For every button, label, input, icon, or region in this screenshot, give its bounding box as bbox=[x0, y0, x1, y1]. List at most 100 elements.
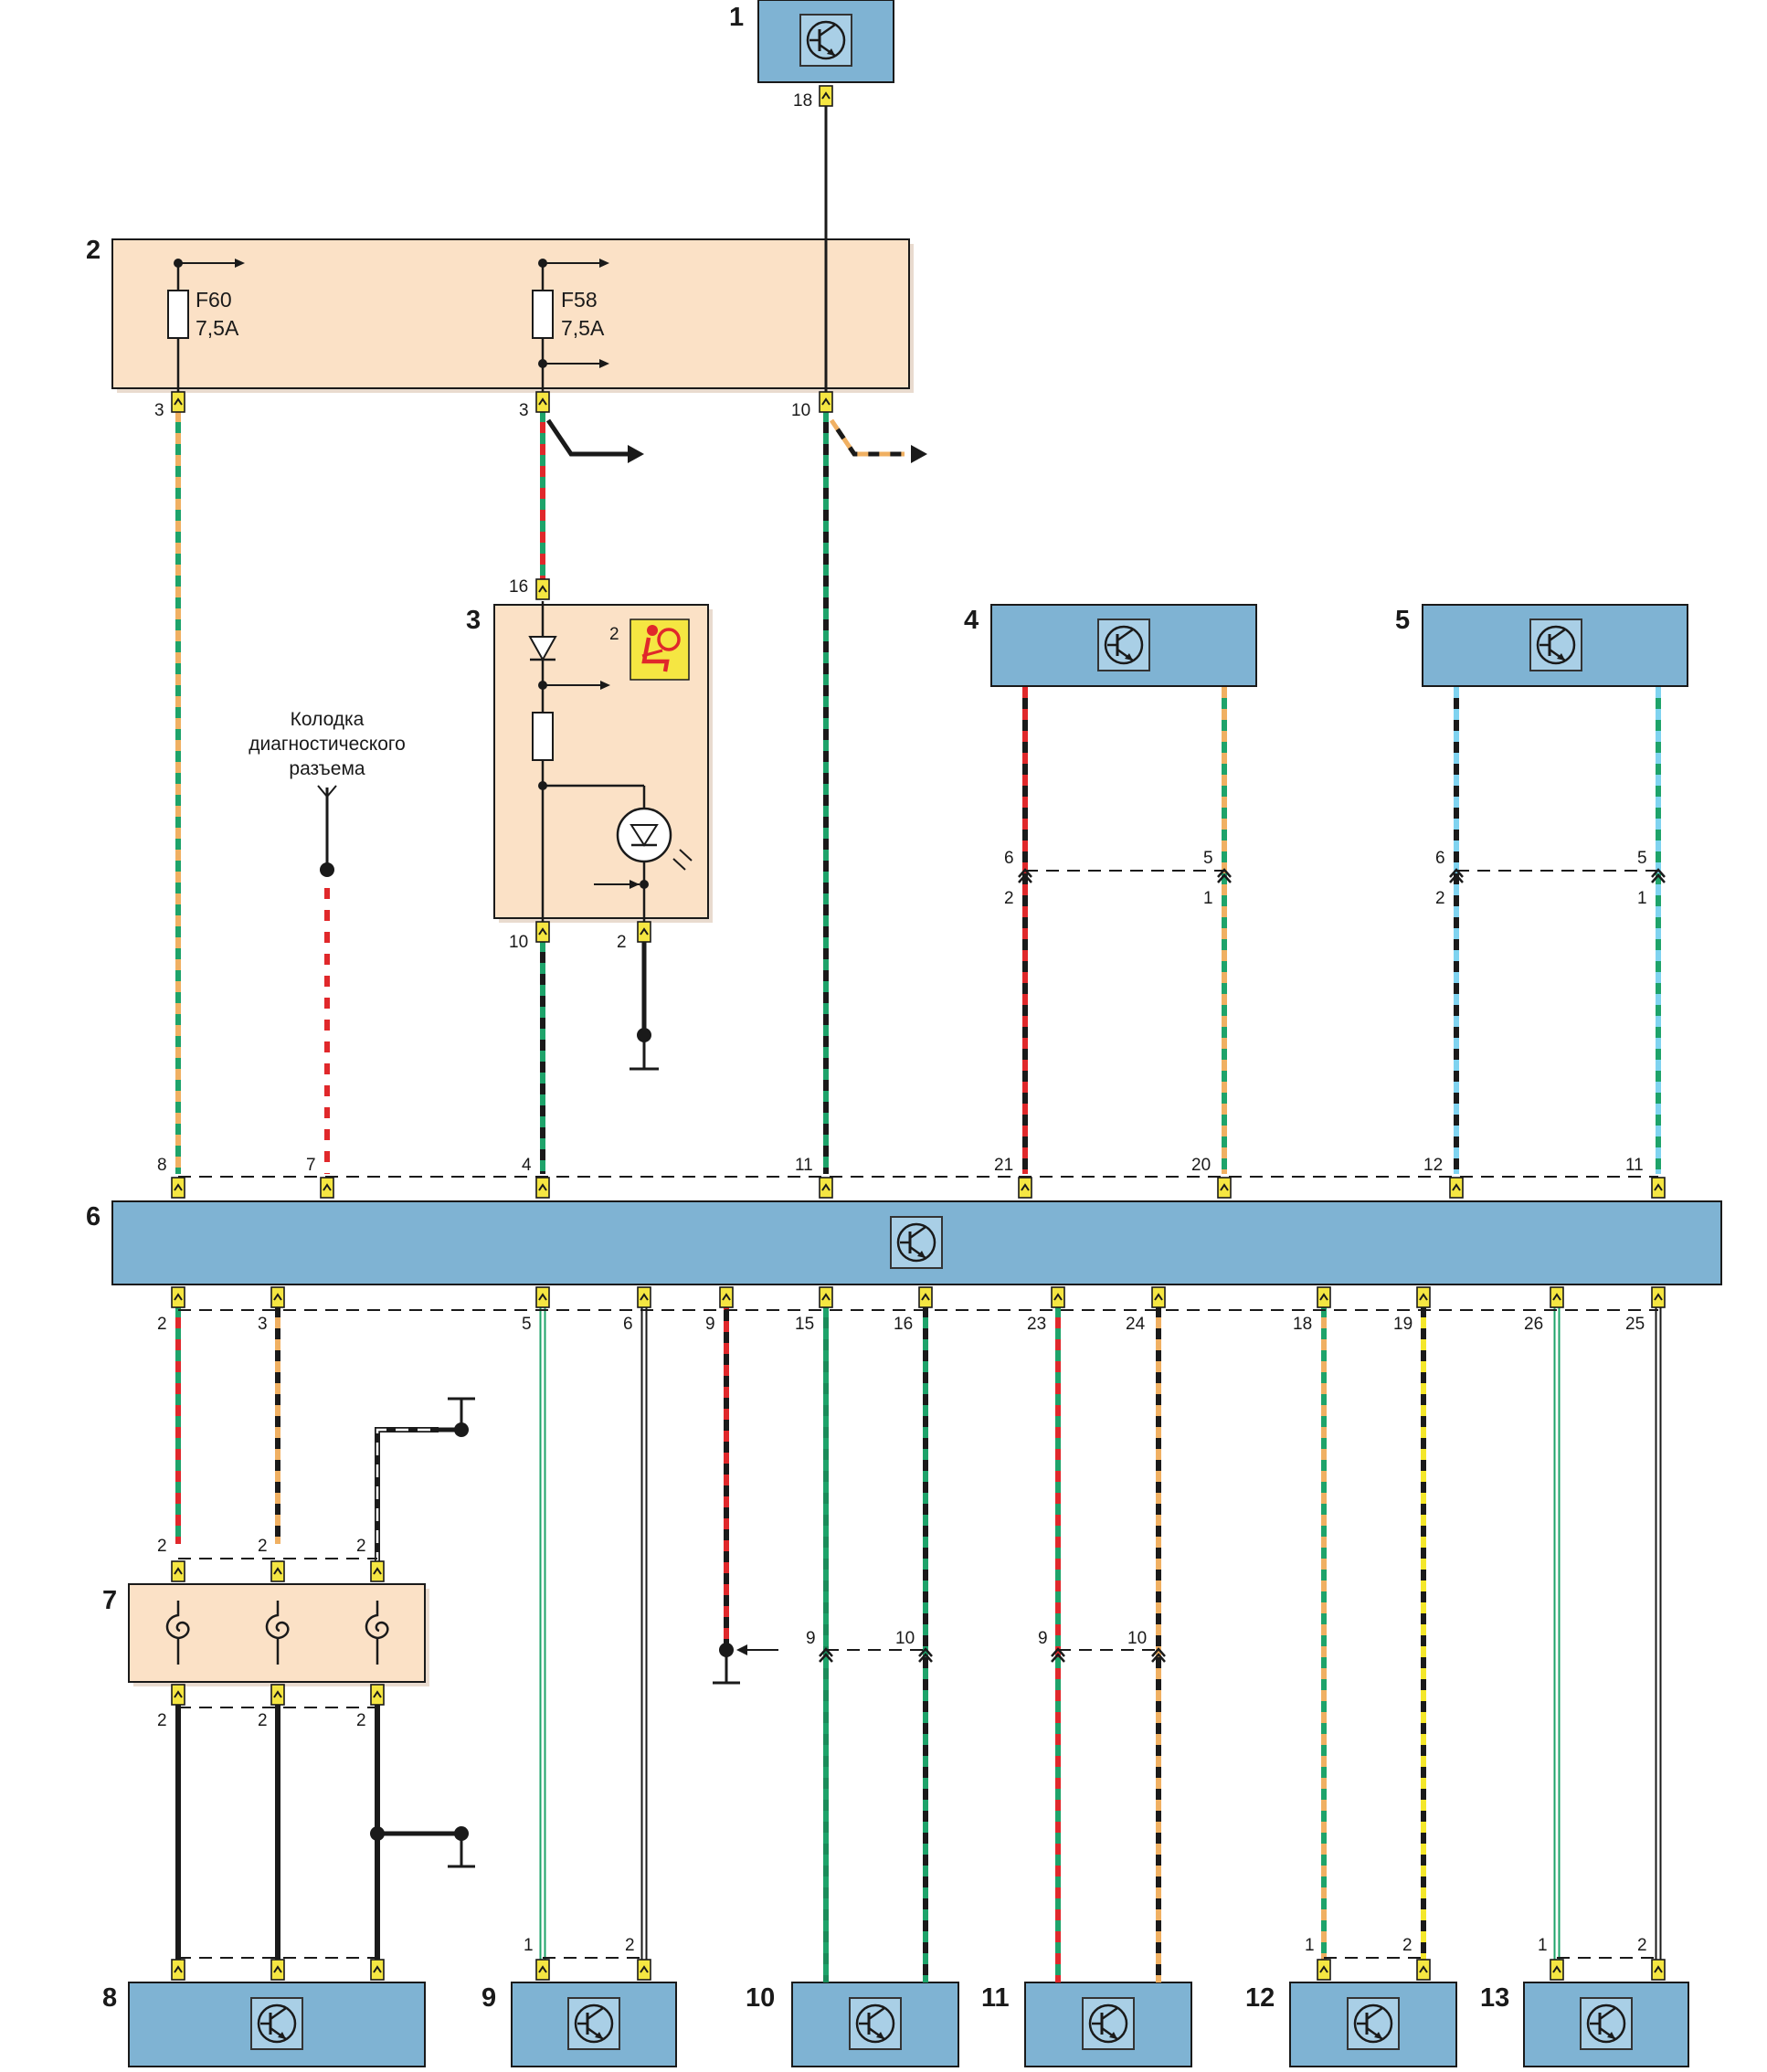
pin-label: 6 bbox=[623, 1315, 633, 1334]
pin-label: 21 bbox=[994, 1156, 1013, 1175]
component-number-9: 9 bbox=[481, 1983, 496, 2013]
branch-arrow-icon bbox=[911, 445, 927, 463]
pin-label: 2 bbox=[617, 933, 627, 952]
pin-label: 2 bbox=[1004, 889, 1014, 908]
pin-label: 2 bbox=[625, 1936, 635, 1955]
pin-label: 2 bbox=[157, 1711, 167, 1730]
connector-pin-icon bbox=[535, 921, 550, 943]
connector-tip-icon bbox=[317, 785, 337, 798]
connector-pin-icon bbox=[171, 1177, 185, 1199]
pin-label: 2 bbox=[157, 1537, 167, 1556]
connector-pin-icon bbox=[370, 1959, 385, 1981]
connector-pin-icon bbox=[918, 1286, 933, 1308]
component-number-7: 7 bbox=[102, 1586, 117, 1615]
pin-label: 3 bbox=[258, 1315, 268, 1334]
squib-icon bbox=[265, 1601, 290, 1665]
pin-label: 9 bbox=[806, 1629, 816, 1648]
component-number-13: 13 bbox=[1480, 1983, 1509, 2013]
connector-pin-icon bbox=[1449, 1177, 1464, 1199]
pin-label: 1 bbox=[1637, 889, 1647, 908]
diag-connector-line2: диагностического bbox=[249, 734, 406, 755]
connector-pin-icon bbox=[270, 1560, 285, 1582]
pin-label: 2 bbox=[356, 1537, 366, 1556]
transistor-icon bbox=[1096, 618, 1151, 672]
pin-label: 20 bbox=[1191, 1156, 1211, 1175]
pin-label: 16 bbox=[509, 577, 528, 597]
transistor-icon bbox=[799, 13, 853, 68]
pin-label: 19 bbox=[1393, 1315, 1413, 1334]
pin-label: 10 bbox=[509, 933, 528, 952]
pin-label: 18 bbox=[1293, 1315, 1312, 1334]
connector-pin-icon bbox=[535, 391, 550, 413]
pin-label: 3 bbox=[519, 401, 529, 420]
wire-black-white bbox=[375, 1427, 439, 1565]
pin-label: 2 bbox=[258, 1537, 268, 1556]
connector-pin-icon bbox=[1051, 1286, 1065, 1308]
connector-pin-icon bbox=[535, 578, 550, 600]
connector-pin-icon bbox=[1151, 1286, 1166, 1308]
connector-pin-icon bbox=[1416, 1286, 1431, 1308]
pin-label: 16 bbox=[894, 1315, 913, 1334]
transistor-icon bbox=[566, 1996, 621, 2051]
connector-pin-icon bbox=[370, 1684, 385, 1706]
fuse-f58-name: F58 bbox=[561, 288, 598, 312]
connector-pin-icon bbox=[270, 1684, 285, 1706]
diag-connector-line3: разъема bbox=[289, 758, 365, 779]
connector-pin-icon bbox=[270, 1959, 285, 1981]
connector-pin-icon bbox=[535, 1959, 550, 1981]
transistor-icon bbox=[1579, 1996, 1634, 2051]
connector-pin-icon bbox=[819, 391, 833, 413]
pin-label: 9 bbox=[1038, 1629, 1048, 1648]
pin-label: 10 bbox=[791, 401, 810, 420]
pin-label: 9 bbox=[705, 1315, 715, 1334]
pin-label: 2 bbox=[1637, 1936, 1647, 1955]
transistor-icon bbox=[1529, 618, 1583, 672]
connector-pin-icon bbox=[171, 391, 185, 413]
module-5-box bbox=[1422, 604, 1688, 687]
component-number-2: 2 bbox=[86, 236, 101, 265]
connector-pin-icon bbox=[1317, 1286, 1331, 1308]
wire-layer bbox=[175, 411, 1662, 1982]
connector-pin-icon bbox=[637, 1286, 651, 1308]
connector-pin-icon bbox=[1018, 1177, 1032, 1199]
connector-pin-icon bbox=[1651, 1177, 1666, 1199]
component-number-3: 3 bbox=[466, 606, 481, 635]
connector-group-lines bbox=[178, 870, 1658, 1959]
pin-label: 4 bbox=[522, 1156, 532, 1175]
component-number-6: 6 bbox=[86, 1202, 101, 1232]
pin-label: 5 bbox=[1637, 849, 1647, 868]
pin-label: 2 bbox=[1402, 1936, 1413, 1955]
airbag-lamp-pin-label: 2 bbox=[609, 625, 619, 644]
connector-pin-icon bbox=[819, 1177, 833, 1199]
component-number-10: 10 bbox=[746, 1983, 775, 2013]
pin-label: 5 bbox=[1203, 849, 1213, 868]
connector-pin-icon bbox=[1217, 1177, 1232, 1199]
splice-dot bbox=[320, 862, 334, 877]
connector-pin-icon bbox=[1550, 1959, 1564, 1981]
pin-label: 23 bbox=[1027, 1315, 1046, 1334]
connector-pin-icon bbox=[819, 1286, 833, 1308]
squib-icon bbox=[365, 1601, 389, 1665]
transistor-icon bbox=[889, 1215, 944, 1270]
pin-label: 1 bbox=[1305, 1936, 1315, 1955]
component-number-8: 8 bbox=[102, 1983, 117, 2013]
squib-block-7 bbox=[128, 1583, 426, 1683]
pin-label: 10 bbox=[895, 1629, 915, 1648]
branch-arrow-icon bbox=[628, 445, 644, 463]
connector-pin-icon bbox=[1550, 1286, 1564, 1308]
transistor-icon bbox=[1081, 1996, 1136, 2051]
pin-label: 6 bbox=[1004, 849, 1014, 868]
pin-label: 26 bbox=[1524, 1315, 1543, 1334]
pin-label: 1 bbox=[1538, 1936, 1548, 1955]
connector-pin-icon bbox=[819, 85, 833, 107]
connector-pin-icon bbox=[1416, 1959, 1431, 1981]
diag-connector-line1: Колодка bbox=[291, 709, 365, 730]
fuse-box-2 bbox=[111, 238, 910, 389]
pin-label: 11 bbox=[795, 1156, 813, 1175]
component-number-4: 4 bbox=[964, 606, 979, 635]
transistor-icon bbox=[249, 1996, 304, 2051]
wire-branch bbox=[545, 418, 630, 457]
connector-pin-icon bbox=[535, 1177, 550, 1199]
wire-branch-stripe bbox=[829, 418, 905, 457]
pin-label: 11 bbox=[1625, 1156, 1644, 1175]
